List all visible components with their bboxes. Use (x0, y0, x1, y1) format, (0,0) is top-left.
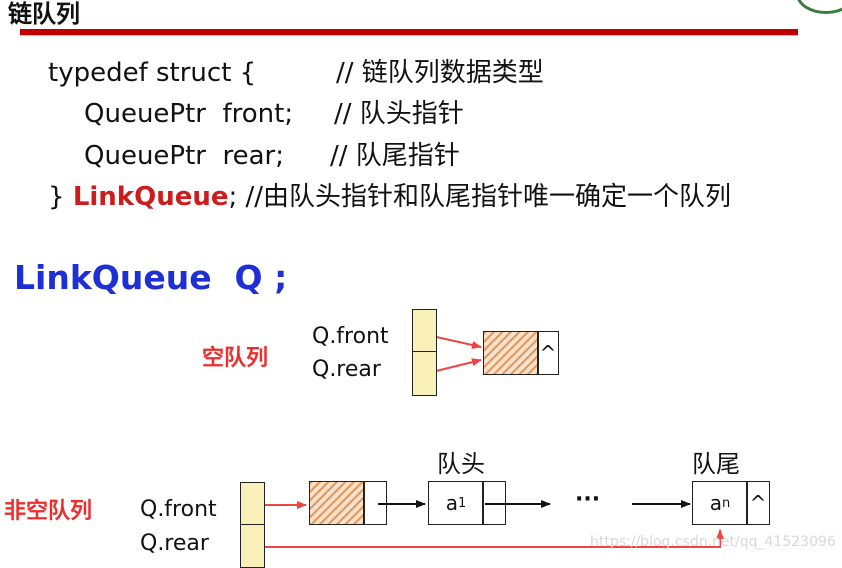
header-node-data (309, 481, 365, 525)
last-node-next: ^ (746, 481, 770, 525)
first-node-value: a (445, 491, 458, 515)
empty-rear-pointer-cell (412, 351, 437, 396)
nonempty-rear-label: Q.rear (140, 531, 209, 556)
last-node-value: a (709, 491, 722, 515)
empty-front-label: Q.front (312, 324, 389, 349)
nonempty-front-label: Q.front (140, 497, 217, 522)
rear-arrow (258, 529, 724, 548)
queue-head-label: 队头 (437, 450, 485, 478)
code-line-2: QueuePtr front; (84, 99, 294, 129)
empty-header-node-next: ^ (537, 331, 559, 375)
queue-declaration: LinkQueue Q ; (14, 258, 288, 297)
empty-rear-arrow (431, 358, 482, 373)
title-rule (20, 29, 798, 35)
ellipsis: ··· (575, 487, 601, 512)
code-text: typedef struct { (48, 58, 257, 88)
nonempty-queue-label: 非空队列 (4, 499, 93, 524)
code-line-1: typedef struct { (48, 60, 256, 86)
last-node-subscript: n (722, 495, 731, 511)
linkqueue-type-name: LinkQueue (72, 182, 229, 212)
empty-header-node-data (483, 331, 539, 375)
code-line-3: QueuePtr rear; (84, 141, 285, 171)
code-comment-3: // 队尾指针 (330, 141, 460, 171)
null-pointer-text: ^ (539, 341, 557, 365)
slide-title: 链队列 (8, 0, 80, 28)
first-node-subscript: 1 (457, 495, 467, 511)
null-pointer-text: ^ (749, 491, 767, 515)
header-node-next (363, 481, 387, 525)
empty-queue-label: 空队列 (202, 346, 269, 371)
empty-rear-label: Q.rear (312, 357, 381, 382)
title-rule-shadow (20, 35, 798, 36)
first-node-next (482, 481, 506, 525)
front-pointer-cell (240, 482, 265, 526)
empty-front-pointer-cell (412, 309, 437, 353)
code-brace: } (48, 182, 73, 212)
queue-tail-label: 队尾 (692, 450, 740, 478)
code-comment-2: // 队头指针 (334, 99, 464, 129)
code-comment-4: ; //由队头指针和队尾指针唯一确定一个队列 (228, 182, 732, 212)
rear-pointer-cell (240, 524, 265, 568)
code-line-4: } LinkQueue; //由队头指针和队尾指针唯一确定一个队列 (48, 184, 731, 210)
code-comment-1: // 链队列数据类型 (336, 58, 544, 88)
watermark: https://blog.csdn.net/qq_41523096 (590, 534, 836, 550)
empty-front-arrow (431, 335, 482, 349)
